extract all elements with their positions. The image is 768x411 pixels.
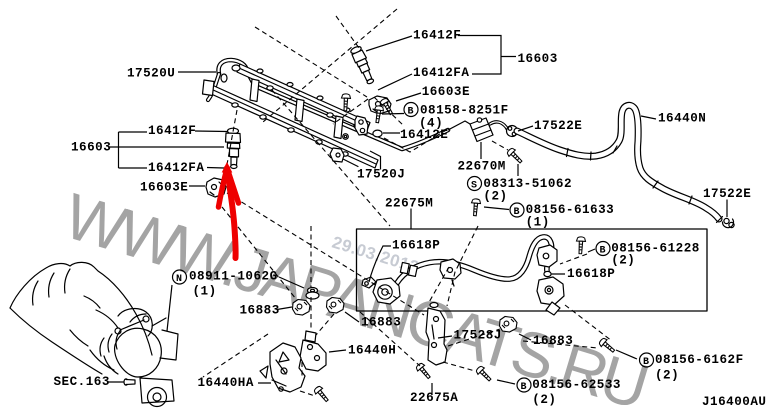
svg-text:16440N: 16440N <box>658 112 706 126</box>
svg-text:B: B <box>600 246 607 257</box>
svg-text:J16400AU: J16400AU <box>702 395 766 409</box>
svg-text:N: N <box>176 274 183 285</box>
svg-text:16603: 16603 <box>71 141 111 155</box>
svg-text:08156-61633: 08156-61633 <box>526 203 615 217</box>
svg-text:(1): (1) <box>526 216 550 230</box>
svg-text:16618P: 16618P <box>392 239 440 253</box>
svg-text:B: B <box>514 207 521 218</box>
svg-text:17520U: 17520U <box>127 67 175 81</box>
svg-text:(4): (4) <box>419 117 443 131</box>
svg-text:16412F: 16412F <box>148 124 196 138</box>
svg-text:16883: 16883 <box>361 316 401 330</box>
svg-text:(2): (2) <box>483 189 507 203</box>
svg-text:17522E: 17522E <box>703 187 751 201</box>
svg-text:16603: 16603 <box>518 52 558 66</box>
svg-text:16412F: 16412F <box>413 29 461 43</box>
svg-text:16440H: 16440H <box>348 344 396 358</box>
svg-text:08158-8251F: 08158-8251F <box>420 104 509 118</box>
svg-text:(2): (2) <box>655 369 679 383</box>
svg-text:16603E: 16603E <box>140 181 188 195</box>
svg-text:16603E: 16603E <box>422 85 470 99</box>
svg-text:SEC.163: SEC.163 <box>54 375 110 389</box>
svg-text:B: B <box>521 382 528 393</box>
svg-text:16883: 16883 <box>240 304 280 318</box>
svg-text:16440HA: 16440HA <box>198 376 254 390</box>
svg-text:B: B <box>408 107 415 118</box>
svg-text:22670M: 22670M <box>458 160 506 174</box>
svg-text:17520J: 17520J <box>357 168 405 182</box>
svg-text:16883: 16883 <box>533 334 573 348</box>
svg-text:B: B <box>643 357 650 368</box>
svg-text:22675A: 22675A <box>410 391 458 405</box>
svg-text:16412FA: 16412FA <box>148 161 204 175</box>
svg-text:08156-61228: 08156-61228 <box>611 242 700 256</box>
svg-text:(1): (1) <box>193 285 217 299</box>
svg-text:08156-62533: 08156-62533 <box>532 378 621 392</box>
svg-text:16412FA: 16412FA <box>413 66 469 80</box>
svg-text:(2): (2) <box>611 254 635 268</box>
svg-text:16618P: 16618P <box>567 267 615 281</box>
svg-text:08313-51062: 08313-51062 <box>483 177 572 191</box>
svg-text:22675M: 22675M <box>385 197 433 211</box>
svg-text:16412E: 16412E <box>400 128 448 142</box>
svg-text:17522E: 17522E <box>534 119 582 133</box>
svg-text:17528J: 17528J <box>454 329 502 343</box>
svg-text:S: S <box>471 181 478 192</box>
svg-text:08911-1062G: 08911-1062G <box>189 270 278 284</box>
svg-text:(2): (2) <box>532 393 556 407</box>
svg-text:08156-6162F: 08156-6162F <box>655 353 744 367</box>
